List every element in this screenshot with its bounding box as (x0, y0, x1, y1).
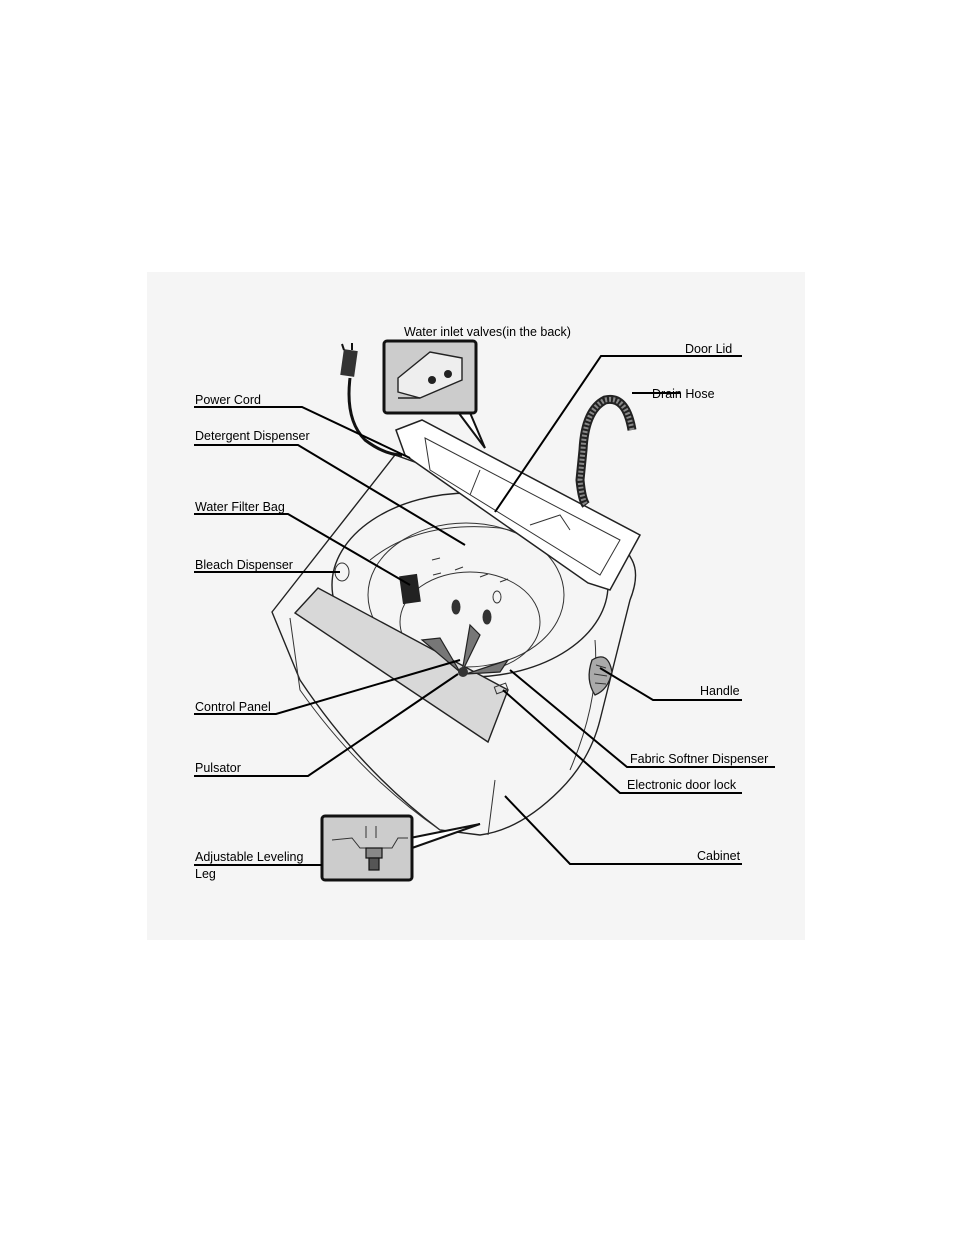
label-detergent-dispenser: Detergent Dispenser (195, 429, 310, 443)
label-adjustable-leveling-leg-2: Leg (195, 867, 216, 881)
label-adjustable-leveling-leg: Adjustable Leveling (195, 850, 303, 864)
label-water-inlet-valves: Water inlet valves(in the back) (404, 325, 571, 339)
label-bleach-dispenser: Bleach Dispenser (195, 558, 293, 572)
washer-illustration (271, 343, 642, 836)
label-power-cord: Power Cord (195, 393, 261, 407)
label-cabinet: Cabinet (697, 849, 741, 863)
label-control-panel: Control Panel (195, 700, 271, 714)
water-inlet-inset (382, 339, 486, 449)
label-handle: Handle (700, 684, 740, 698)
label-water-filter-bag: Water Filter Bag (195, 500, 285, 514)
label-pulsator: Pulsator (195, 761, 241, 775)
leader-lines (194, 355, 775, 866)
handle-shape (588, 656, 613, 696)
pulsator-shape (420, 623, 510, 675)
label-fabric-softner-dispenser: Fabric Softner Dispenser (630, 752, 768, 766)
label-drain-hose: Drain Hose (652, 387, 715, 401)
leveling-leg-inset (320, 814, 481, 882)
power-cord-shape (347, 377, 403, 457)
label-door-lid: Door Lid (685, 342, 732, 356)
label-electronic-door-lock: Electronic door lock (627, 778, 737, 792)
washer-cabinet (271, 454, 637, 836)
part-labels: Water inlet valves(in the back) Door Lid… (195, 325, 768, 881)
